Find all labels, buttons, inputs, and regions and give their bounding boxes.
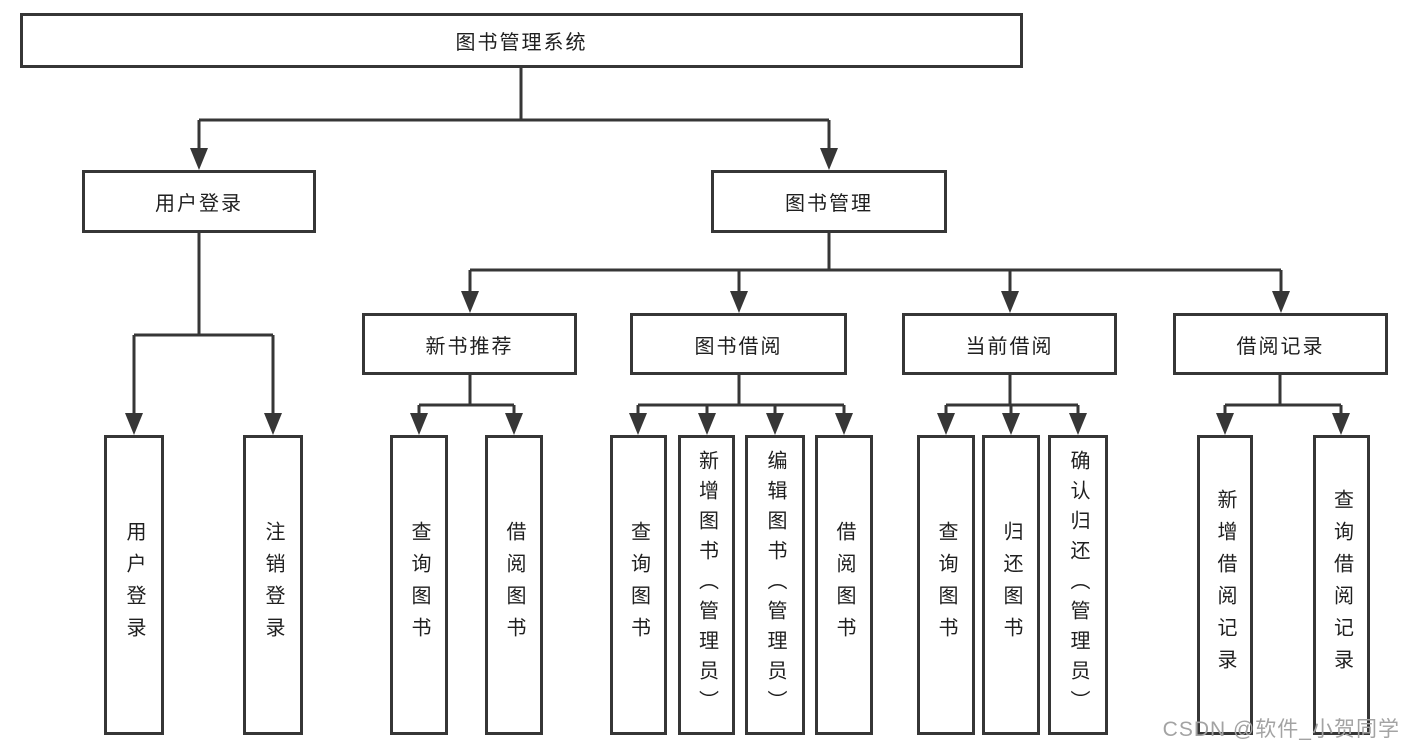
leaf-query-books-current: 查询图书 (917, 435, 975, 735)
node-label: 归还图书 (1000, 521, 1022, 649)
node-label: 图书管理 (785, 193, 873, 215)
node-book-management: 图书管理 (711, 170, 947, 233)
node-label: 新增借阅记录 (1214, 489, 1236, 681)
connector-book-borrowing-children (629, 375, 853, 435)
leaf-borrow-books-recommendation: 借阅图书 (485, 435, 543, 735)
node-label: 查询图书 (627, 521, 650, 649)
leaf-return-books: 归还图书 (982, 435, 1040, 735)
watermark: CSDN @软件_小贺同学 (1162, 718, 1400, 741)
node-label: 借阅图书 (833, 521, 855, 649)
node-label: 图书借阅 (694, 335, 783, 358)
connector-new-book-recommendation-children (410, 375, 523, 435)
leaf-borrow-books-borrowing: 借阅图书 (815, 435, 873, 735)
node-label: 确认归还（管理员） (1067, 450, 1089, 720)
node-label: 查询图书 (935, 521, 957, 649)
leaf-user-login: 用户登录 (104, 435, 164, 735)
leaf-add-borrowing-record: 新增借阅记录 (1197, 435, 1253, 735)
node-library-management-system: 图书管理系统 (20, 13, 1023, 68)
leaf-query-books-recommendation: 查询图书 (390, 435, 448, 735)
node-label: 借阅记录 (1236, 335, 1325, 358)
leaf-logout: 注销登录 (243, 435, 303, 735)
node-borrowing-records: 借阅记录 (1173, 313, 1388, 375)
node-current-borrowing: 当前借阅 (902, 313, 1117, 375)
node-new-book-recommendation: 新书推荐 (362, 313, 577, 375)
connector-root-to-level2 (190, 68, 838, 170)
node-book-borrowing: 图书借阅 (630, 313, 847, 375)
node-label: 当前借阅 (965, 335, 1054, 358)
node-label: 新增图书（管理员） (695, 450, 718, 720)
leaf-add-books-admin: 新增图书（管理员） (678, 435, 735, 735)
connector-book-management-children (461, 233, 1290, 313)
node-label: 注销登录 (262, 521, 284, 649)
node-label: 查询图书 (408, 521, 430, 649)
node-user-login: 用户登录 (82, 170, 316, 233)
connector-current-borrowing-children (937, 375, 1087, 435)
node-label: 查询借阅记录 (1330, 489, 1353, 681)
leaf-query-books-borrowing: 查询图书 (610, 435, 667, 735)
node-label: 图书管理系统 (455, 32, 588, 54)
node-label: 编辑图书（管理员） (764, 450, 786, 720)
node-label: 借阅图书 (503, 521, 525, 649)
leaf-query-borrowing-record: 查询借阅记录 (1313, 435, 1370, 735)
node-label: 用户登录 (155, 193, 243, 215)
connector-borrowing-records-children (1216, 375, 1350, 435)
leaf-confirm-return-admin: 确认归还（管理员） (1048, 435, 1108, 735)
node-label: 新书推荐 (425, 335, 514, 358)
node-label: 用户登录 (123, 521, 145, 649)
leaf-edit-books-admin: 编辑图书（管理员） (745, 435, 805, 735)
connector-user-login-children (125, 233, 282, 435)
